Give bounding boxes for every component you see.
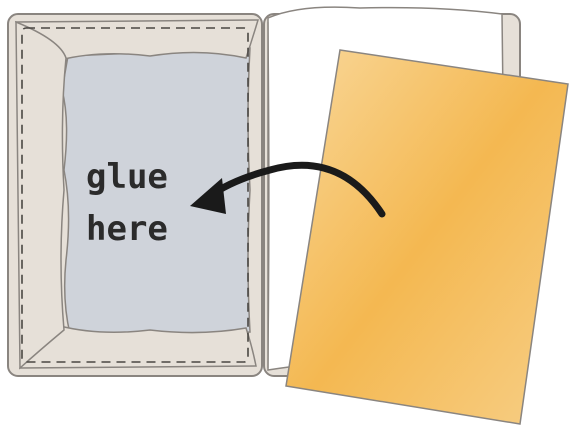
- caption-line-2: here: [86, 209, 168, 249]
- caption-line-1: glue: [86, 157, 168, 197]
- left-flap: [16, 22, 66, 368]
- left-cover: glue here: [8, 14, 262, 376]
